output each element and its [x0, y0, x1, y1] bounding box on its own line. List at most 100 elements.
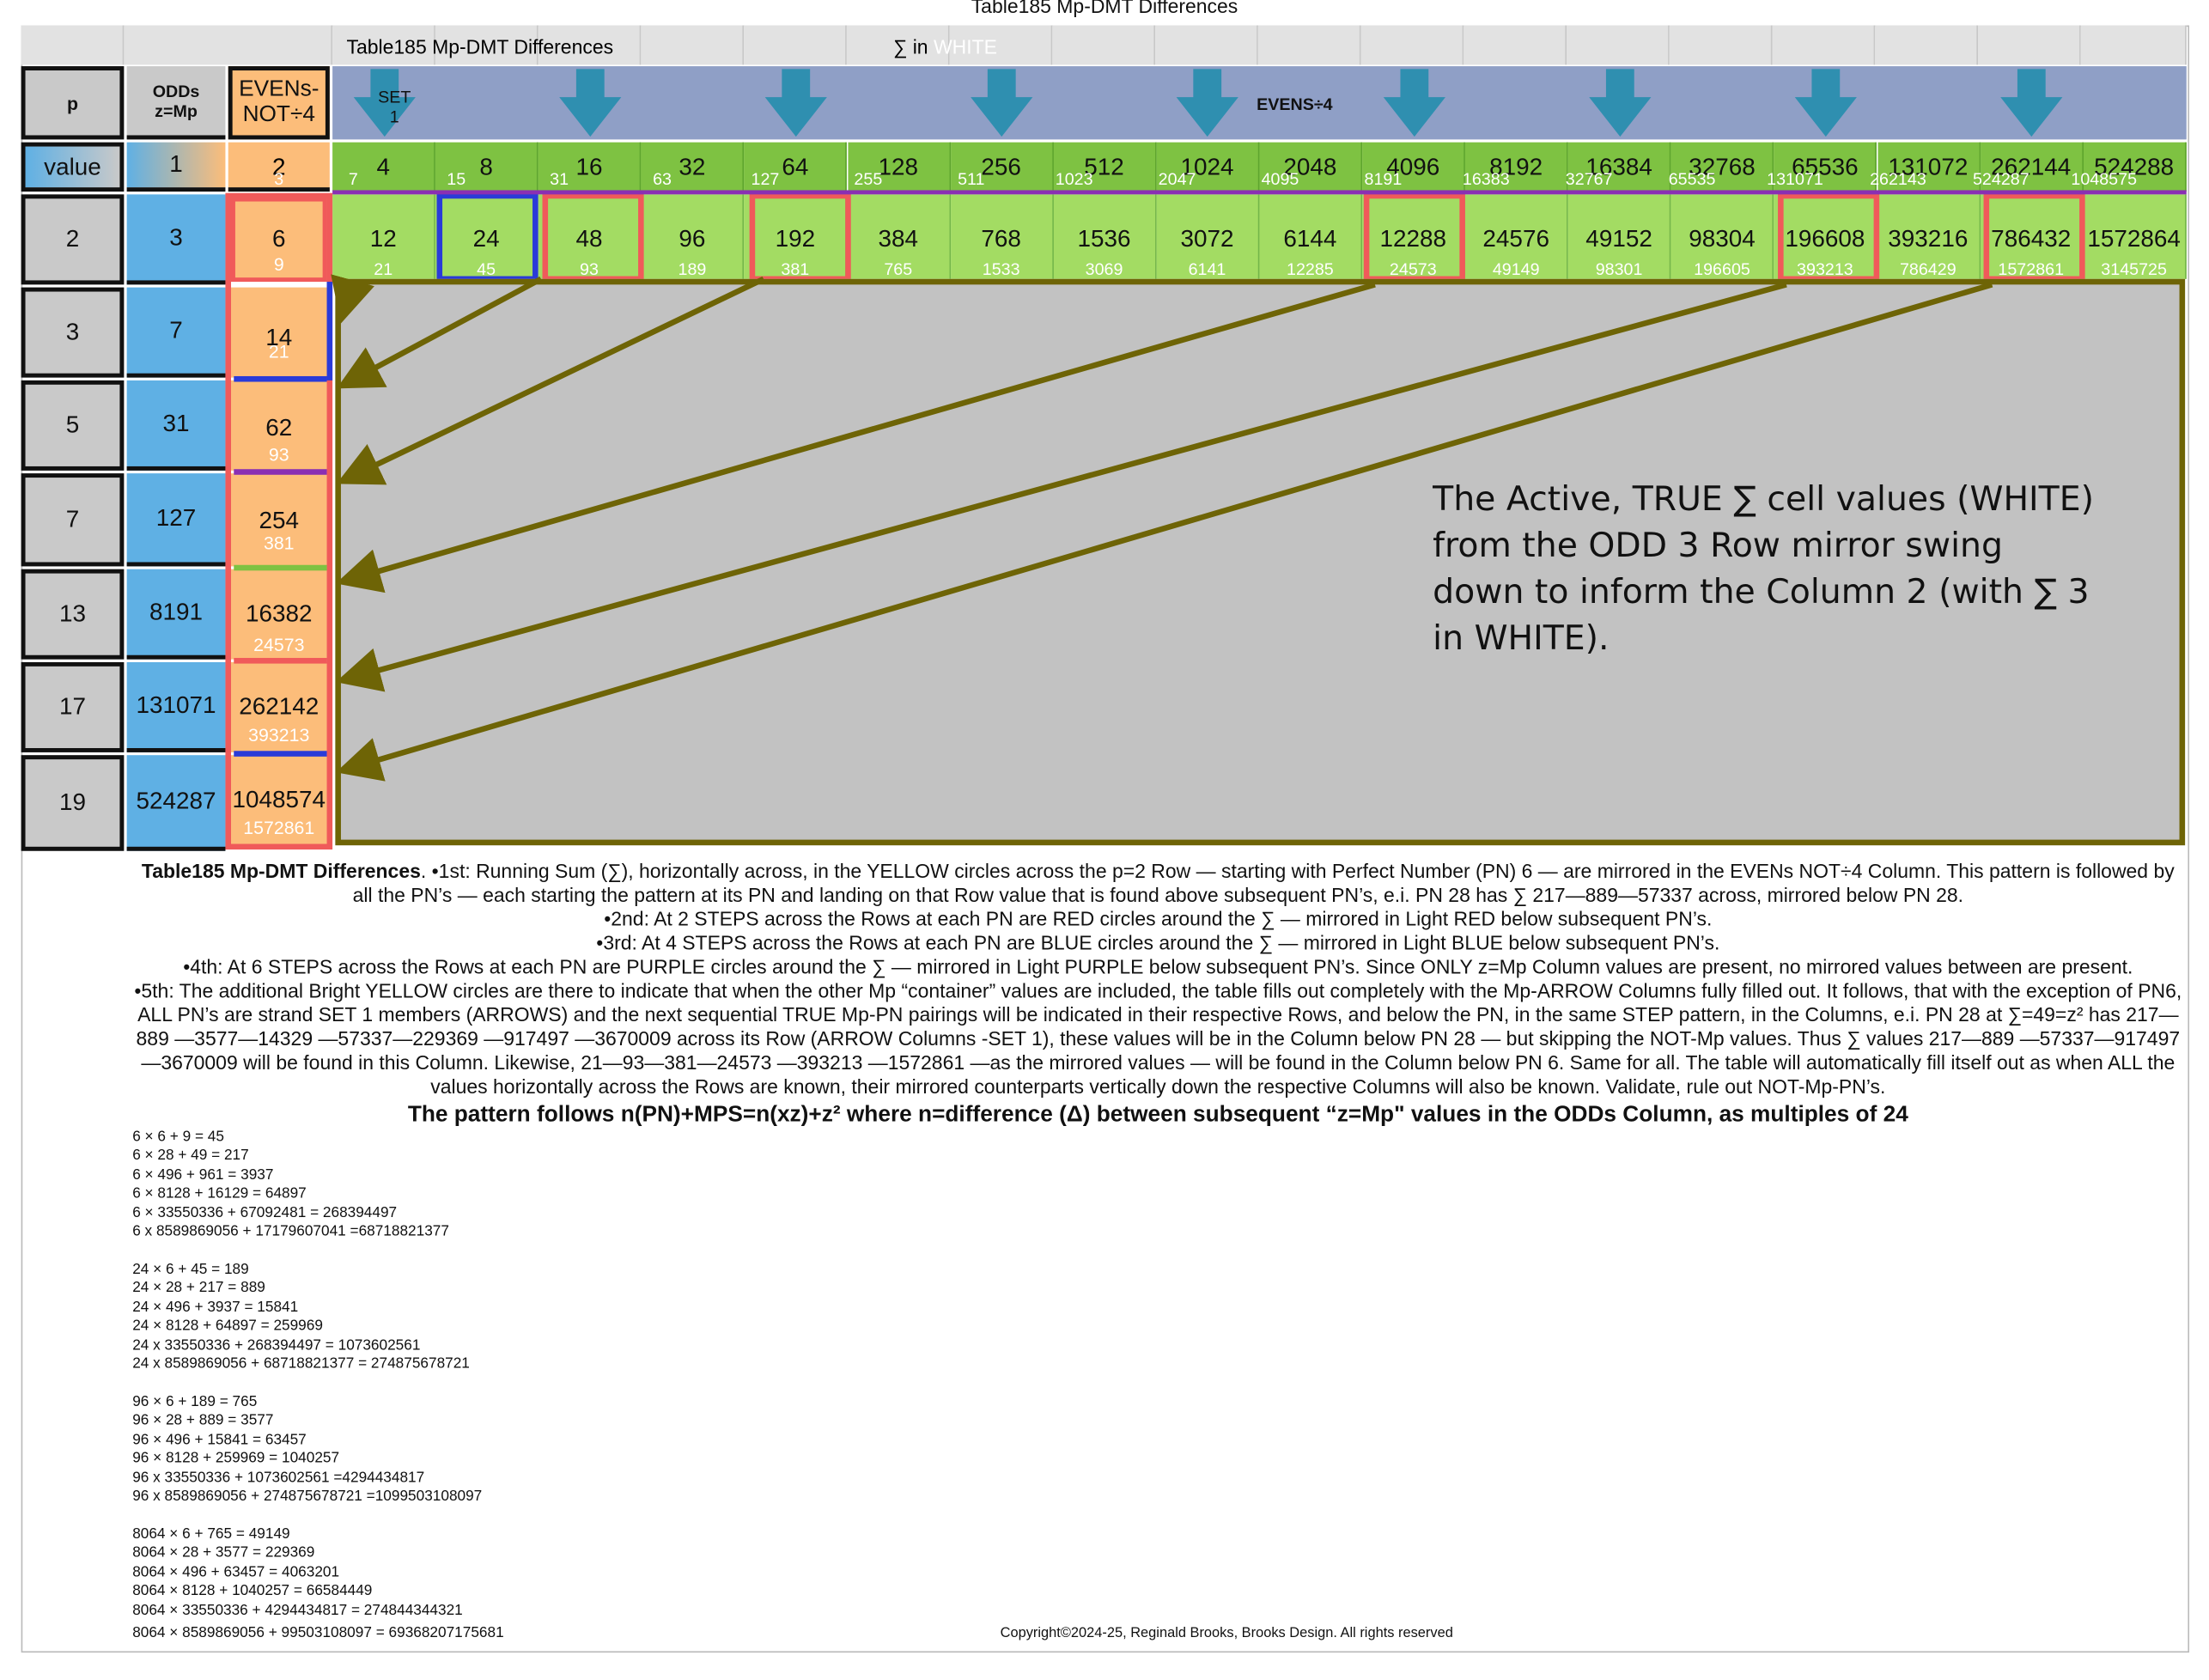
row-p5-odd: 31 — [126, 380, 226, 471]
mirror-overlay — [335, 278, 2186, 846]
row-p7-odd-text: 127 — [155, 503, 197, 531]
row-p7-even: 254 381 — [228, 473, 330, 567]
value-main: 64 — [782, 153, 809, 180]
row-p5-even-main: 62 — [265, 414, 293, 441]
value-even: 2 3 — [228, 142, 330, 192]
p2-sum: 93 — [580, 259, 599, 279]
calc-block-6: 6 × 6 + 9 = 45 6 × 28 + 49 = 217 6 × 496… — [132, 1129, 449, 1242]
row-p13-odd: 8191 — [126, 569, 226, 660]
p2-even: 6 9 — [228, 194, 330, 283]
sigma-prefix: ∑ in — [892, 35, 928, 58]
p2-sum: 21 — [374, 259, 393, 279]
copyright: Copyright©2024-25, Reginald Brooks, Broo… — [1000, 1625, 1453, 1641]
calc-block-24: 24 × 6 + 45 = 189 24 × 28 + 217 = 889 24… — [132, 1261, 470, 1374]
row-p17-odd: 131071 — [126, 661, 226, 752]
odds-header-line2: z=Mp — [155, 100, 198, 121]
calc-line: 6 × 28 + 49 = 217 — [132, 1147, 249, 1165]
row-p5-p: 5 — [21, 380, 125, 471]
value-main: 1024 — [1180, 153, 1234, 180]
p2-main: 1536 — [1077, 225, 1131, 253]
p2-sum: 1572861 — [1998, 259, 2065, 279]
arrow-line-2 — [336, 276, 543, 389]
value-sum: 63 — [653, 168, 672, 189]
red-frame-192 — [749, 192, 851, 283]
row-p17-even: 262142 393213 — [228, 661, 330, 752]
header-cell — [21, 25, 125, 65]
calc-line: 24 x 8589869056 + 68718821377 = 27487567… — [132, 1355, 470, 1373]
p2-main: 393216 — [1888, 225, 1969, 253]
row-p19-odd-text: 524287 — [136, 787, 216, 814]
value-sum: 1023 — [1055, 168, 1093, 189]
row-p19-even-sub: 1572861 — [243, 817, 315, 838]
value-main: 4 — [376, 153, 391, 180]
value-main: 512 — [1084, 153, 1124, 180]
value-main: 32 — [679, 153, 706, 180]
header-cell — [846, 25, 950, 65]
calc-line: 24 × 6 + 45 = 189 — [132, 1261, 249, 1278]
caption-pattern: The pattern follows n(PN)+MPS=n(xz)+z² w… — [407, 1103, 1908, 1128]
calc-line: 24 × 8128 + 64897 = 259969 — [132, 1318, 323, 1335]
calc-line: 8064 × 6 + 765 = 49149 — [132, 1525, 290, 1543]
p2-main: 96 — [679, 225, 706, 253]
down-arrow-icon — [558, 69, 621, 137]
green-mark-row7 — [234, 564, 327, 571]
value-main: 65536 — [1792, 153, 1859, 180]
row-p7-even-main: 254 — [259, 507, 300, 534]
p2-cell: 12288 24573 — [1362, 194, 1466, 279]
arrow-line-5 — [335, 282, 1787, 692]
row-p19-even: 1048574 1572861 — [228, 755, 330, 849]
p2-main: 12288 — [1379, 225, 1447, 253]
caption-title: Table185 Mp-DMT Differences — [141, 859, 421, 882]
calc-line: 96 x 8589869056 + 274875678721 =10995031… — [132, 1488, 483, 1505]
calc-line: 6 x 8589869056 + 17179607041 =6871882137… — [132, 1222, 449, 1240]
row-p3-even-main: 14 — [265, 324, 293, 351]
row-p7-even-sub: 381 — [263, 533, 295, 554]
blue-frame-24 — [436, 192, 539, 283]
down-arrow-icon — [2000, 69, 2063, 137]
row-p19-even-main: 1048574 — [232, 786, 326, 813]
purple-line-p2 — [332, 190, 2187, 195]
header-cell — [538, 25, 642, 65]
value-main: 8 — [479, 153, 493, 180]
p2-main: 24576 — [1482, 225, 1549, 253]
value-cell: 32 63 — [641, 142, 745, 192]
odds-header: ODDs z=Mp — [126, 66, 226, 140]
header-cell — [332, 25, 435, 65]
down-arrow-icon — [352, 69, 416, 137]
evens-header-line2: NOT÷4 — [242, 102, 315, 127]
header-cell — [1772, 25, 1876, 65]
p2-sum: 24573 — [1389, 259, 1437, 279]
evens4-label: EVENS÷4 — [1257, 94, 1333, 114]
p2-main: 12 — [369, 225, 397, 253]
p2-main: 384 — [878, 225, 919, 253]
down-arrow-icon — [971, 69, 1033, 137]
p2-p: 2 — [21, 194, 125, 285]
header-cell — [1464, 25, 1567, 65]
down-arrow-icon — [1177, 69, 1239, 137]
row-p3-odd-text: 7 — [169, 316, 183, 344]
row-p7-p: 7 — [21, 473, 125, 567]
arrow-line-3 — [336, 276, 765, 485]
row-p13-even-main: 16382 — [246, 600, 313, 627]
p2-sum: 3069 — [1085, 259, 1123, 279]
caption-p3: •3rd: At 4 STEPS across the Rows at each… — [596, 931, 1720, 954]
value-odd-text: 1 — [169, 150, 183, 178]
value-sum: 4095 — [1261, 168, 1299, 189]
value-sum: 255 — [854, 168, 883, 189]
mirror-arrows — [331, 274, 1993, 782]
row-p19-odd: 524287 — [126, 755, 226, 851]
value-sum: 65535 — [1668, 168, 1716, 189]
header-cell — [1155, 25, 1258, 65]
calc-line: 96 × 8128 + 259969 = 1040257 — [132, 1450, 340, 1467]
calc-line: 8064 × 8589869056 + 99503108097 = 693682… — [132, 1624, 504, 1642]
row-p7-odd: 127 — [126, 473, 226, 567]
caption-p1: Table185 Mp-DMT Differences. •1st: Runni… — [130, 860, 2187, 908]
header-cell — [641, 25, 745, 65]
p2-cell: 1536 3069 — [1053, 194, 1157, 279]
